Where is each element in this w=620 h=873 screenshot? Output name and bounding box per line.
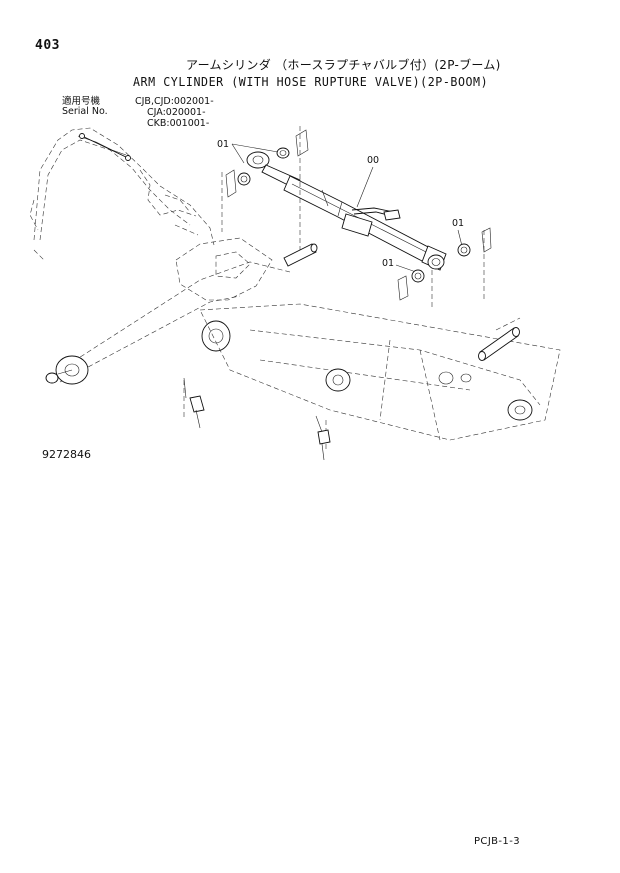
page-number: 403 (35, 38, 60, 53)
serial-label-english: Serial No. (62, 106, 108, 117)
leader-lines (231, 143, 463, 273)
callout-01-right: 01 (452, 218, 464, 229)
title-japanese: アームシリンダ （ホースラプチャバルブ付）(2P-ブーム) (186, 58, 501, 72)
excavator-reference-sketch (29, 127, 215, 261)
bushing-seals (225, 129, 492, 301)
arm-cylinder (246, 151, 447, 271)
pins (283, 243, 520, 361)
callout-00: 00 (367, 155, 379, 166)
page-code: PCJB-1-3 (474, 836, 520, 847)
title-english: ARM CYLINDER (WITH HOSE RUPTURE VALVE)(2… (133, 74, 489, 89)
alignment-guides (183, 126, 521, 452)
bolts (183, 377, 331, 461)
callout-01-lower: 01 (382, 258, 394, 269)
figure-number: 9272846 (42, 448, 91, 461)
serial-range-3: CKB:001001- (147, 118, 210, 129)
serial-range-2: CJA:020001- (147, 107, 206, 118)
serial-range-1: CJB,CJD:002001- (135, 96, 214, 107)
serial-label-japanese: 適用号機 (62, 96, 101, 107)
arm-boom-structure (59, 237, 561, 441)
bucket-linkage (45, 355, 89, 385)
callout-01-left: 01 (217, 139, 229, 150)
